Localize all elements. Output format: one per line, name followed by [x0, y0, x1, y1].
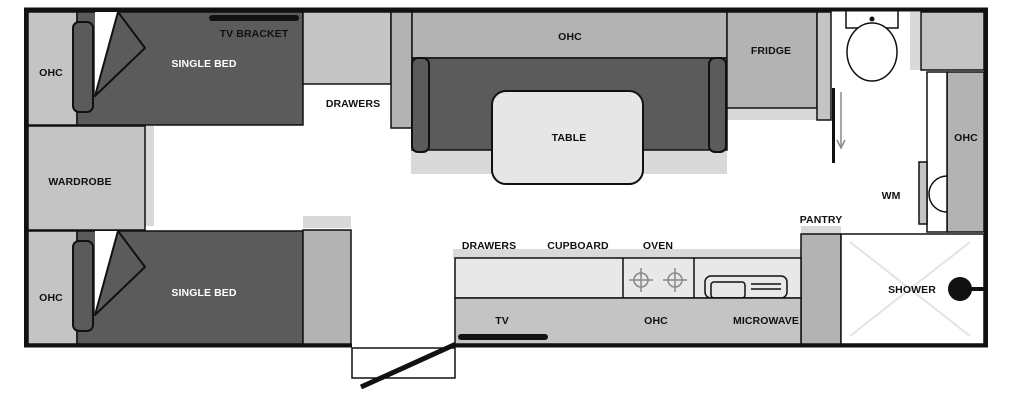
fridge-side — [816, 11, 832, 121]
pillow-top-fold — [94, 11, 146, 97]
shower-tap — [968, 287, 986, 291]
toilet-bowl — [846, 22, 898, 82]
ohc-right-frame — [926, 71, 948, 233]
ohc-bottom-left — [27, 230, 78, 345]
bed-head-top — [72, 21, 94, 113]
ohc-right-top — [920, 11, 985, 71]
cooktop-burner-left-icon — [629, 268, 653, 292]
bed-head-bottom — [72, 240, 94, 332]
toilet-wall-shadow — [910, 12, 920, 70]
shower-head-icon — [948, 277, 972, 301]
table — [491, 90, 644, 185]
tv-unit — [458, 334, 548, 340]
outer-wall — [24, 7, 988, 348]
seat-arm-right — [708, 57, 727, 153]
wardrobe — [27, 125, 146, 231]
toilet-flush — [869, 16, 875, 22]
entry-door-gap — [352, 343, 455, 348]
bathroom-door — [832, 88, 835, 163]
bedside-cabinet — [302, 229, 352, 345]
fridge — [726, 11, 818, 109]
kitchen-bench — [454, 257, 802, 299]
wm-door-arc — [928, 175, 948, 213]
shower-cross-b — [849, 241, 971, 337]
drawers-top — [302, 11, 392, 85]
door-arrowhead — [836, 139, 846, 150]
tv-bracket — [209, 15, 299, 21]
ohc-top-left — [27, 11, 78, 126]
ohc-dinette — [411, 11, 728, 59]
pillow-bottom-fold — [94, 230, 146, 316]
seat-arm-left — [411, 57, 430, 153]
wm-panel — [918, 161, 928, 225]
entry-door — [359, 341, 458, 390]
cooktop-burner-right-icon — [663, 268, 687, 292]
pantry — [800, 233, 842, 345]
ohc-right — [946, 71, 985, 233]
dinette-side-panel — [390, 11, 413, 129]
